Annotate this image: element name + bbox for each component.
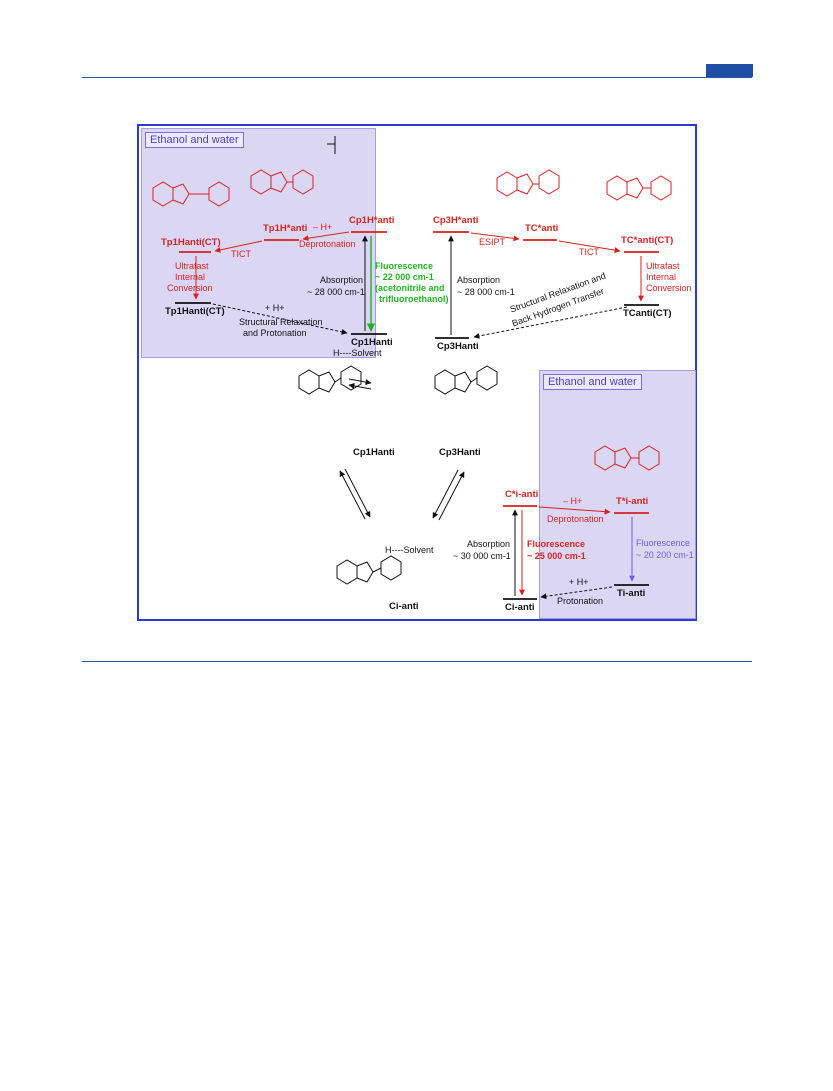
label-absorption-right-2: ~ 28 000 cm-1 xyxy=(457,287,515,297)
panel-title-top: Ethanol and water xyxy=(145,132,244,148)
panel-ethanol-water-bottom: Ethanol and water xyxy=(539,370,696,619)
arrow-deprotonation-bottom xyxy=(538,506,611,515)
equilibrium-arrow-6 xyxy=(438,471,465,521)
arrow-deprotonation-top xyxy=(302,231,350,242)
arrow-protonation-bottom xyxy=(540,586,613,600)
panel-title-bottom: Ethanol and water xyxy=(543,374,642,390)
label-fluorescence-green-2: ~ 22 000 cm-1 xyxy=(375,272,434,282)
label-ultrafast-right-1: Ultrafast xyxy=(646,261,680,271)
state-cp1-excited: Cp1H*anti xyxy=(349,215,395,226)
label-tict-right: TICT xyxy=(579,247,599,257)
label-mol-cp1: Cp1Hanti xyxy=(353,447,395,458)
label-fluorescence-green-4: trifluoroethanol) xyxy=(379,294,449,304)
label-absorption-left-2: ~ 28 000 cm-1 xyxy=(307,287,365,297)
header-tab xyxy=(706,64,753,77)
label-solvent-bottom: H----Solvent xyxy=(385,545,434,555)
label-structural-left-1: Structural Relaxation xyxy=(239,317,323,327)
label-minus-h-bottom: – H+ xyxy=(563,496,583,506)
arrow-protonation-left xyxy=(212,303,348,335)
state-ti-ground: Ti-anti xyxy=(617,588,646,599)
state-tc-ct-ground: TCanti(CT) xyxy=(623,308,672,319)
panel-ethanol-water-top: Ethanol and water xyxy=(141,128,376,358)
equilibrium-arrow-2 xyxy=(348,383,372,390)
label-deprotonation-top: Deprotonation xyxy=(299,239,356,249)
equilibrium-arrow-5 xyxy=(432,469,459,519)
excited-levels xyxy=(179,231,659,514)
molecule-cp1-mid xyxy=(298,365,362,395)
label-fluorescence-violet-1: Fluorescence xyxy=(636,538,691,548)
state-tc-ct-excited: TC*anti(CT) xyxy=(621,235,674,246)
label-deprotonation-bottom: Deprotonation xyxy=(547,514,604,524)
label-ultrafast-left-2: Internal xyxy=(175,272,206,282)
molecule-ci xyxy=(336,555,402,585)
label-structural-left-2: and Protonation xyxy=(243,328,307,338)
molecule-tc xyxy=(606,175,672,201)
label-fluorescence-red-2: ~ 25 000 cm-1 xyxy=(527,551,586,561)
label-mol-ci: Ci-anti xyxy=(389,601,419,612)
arrow-tict-left xyxy=(214,240,263,253)
scheme-lines xyxy=(152,136,672,600)
ground-levels xyxy=(175,302,659,600)
state-ci-ground: Ci-anti xyxy=(505,602,535,613)
equilibrium-arrow-1 xyxy=(348,378,372,385)
molecule-cp3 xyxy=(496,169,560,197)
label-ultrafast-right-2: Internal xyxy=(646,272,677,282)
label-ultrafast-left-3: Conversion xyxy=(167,283,213,293)
label-esipt: ESIPT xyxy=(479,237,506,247)
label-absorption-left-1: Absorption xyxy=(320,275,364,285)
label-absorption-bottom-2: ~ 30 000 cm-1 xyxy=(453,551,511,561)
label-mol-cp3: Cp3Hanti xyxy=(439,447,481,458)
label-tict-left: TICT xyxy=(231,249,251,259)
arrow-back-transfer xyxy=(473,306,628,339)
label-absorption-right-1: Absorption xyxy=(457,275,501,285)
label-fluorescence-red-1: Fluorescence xyxy=(527,539,586,549)
label-plus-h-bottom: + H+ xyxy=(569,577,589,587)
equilibrium-arrow-4 xyxy=(339,470,366,520)
header-rule xyxy=(82,77,752,78)
state-ci-excited: C*i-anti xyxy=(505,489,539,500)
label-fluorescence-green-3: (acetonitrile and xyxy=(375,283,445,293)
equilibrium-arrow-3 xyxy=(344,468,371,518)
label-minus-h-top: – H+ xyxy=(313,222,333,232)
state-cp1-ground: Cp1Hanti xyxy=(351,337,393,348)
label-ultrafast-left-1: Ultrafast xyxy=(175,261,209,271)
label-fluorescence-green-1: Fluorescence xyxy=(375,261,434,271)
label-fluorescence-violet-2: ~ 20 200 cm-1 xyxy=(636,550,694,560)
state-tp1-excited: Tp1H*anti xyxy=(263,223,308,234)
molecule-tp1 xyxy=(250,169,314,195)
molecule-tp1-ct xyxy=(152,181,230,207)
label-ultrafast-right-3: Conversion xyxy=(646,283,692,293)
state-cp3-ground: Cp3Hanti xyxy=(437,341,479,352)
state-tp1-ct-excited: Tp1Hanti(CT) xyxy=(161,237,221,248)
state-ti-excited: T*i-anti xyxy=(616,496,649,507)
molecule-sketches xyxy=(152,136,672,585)
scheme-frame: Ethanol and water Ethanol and water xyxy=(137,124,697,621)
molecule-solvent-top xyxy=(327,136,336,154)
state-tp1-ct-ground: Tp1Hanti(CT) xyxy=(165,306,225,317)
state-tc-excited: TC*anti xyxy=(525,223,559,234)
molecule-cp3-mid xyxy=(434,365,498,395)
label-plus-h-left: + H+ xyxy=(265,303,285,313)
label-protonation-bottom: Protonation xyxy=(557,596,604,606)
arrow-tict-right xyxy=(558,240,621,254)
state-cp3-excited: Cp3H*anti xyxy=(433,215,479,226)
label-absorption-bottom-1: Absorption xyxy=(467,539,511,549)
footer-rule xyxy=(82,661,752,662)
molecule-ti xyxy=(594,445,660,471)
arrow-esipt xyxy=(470,232,520,242)
label-solvent-top: H----Solvent xyxy=(333,348,382,358)
